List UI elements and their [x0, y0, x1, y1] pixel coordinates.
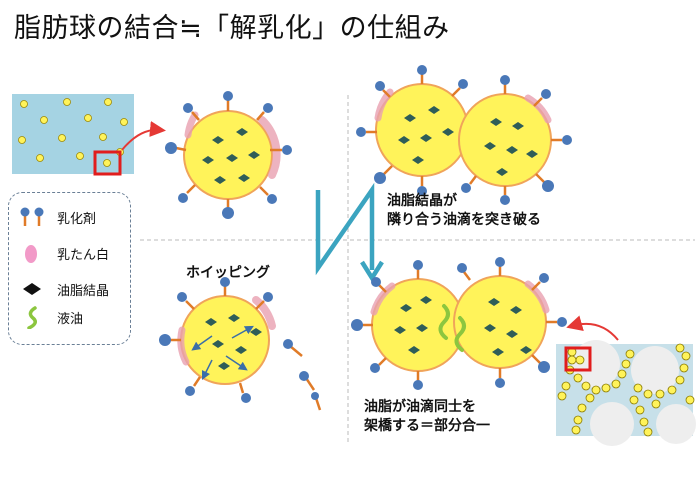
whipping-label: ホイッピング [186, 265, 270, 281]
foam-structure-panel [556, 340, 696, 446]
emulsifier-icon [20, 207, 44, 226]
legend-label: 油脂結晶 [57, 284, 110, 299]
legend-item-liquid-oil: 液油 [19, 305, 134, 329]
bridge-label-line2: 架橋する＝部分合一 [364, 418, 490, 434]
fat-crystal-icon [23, 283, 41, 295]
liquid-oil-bridge [438, 304, 450, 340]
touching-globules [356, 65, 572, 205]
legend-item-protein: 乳たん白 [19, 241, 134, 265]
zoom-arrow [121, 121, 166, 151]
milk-protein-icon [25, 245, 37, 263]
crystal-break-label-line2: 隣り合う油滴を突き破る [387, 212, 541, 228]
zoom-highlight [93, 150, 122, 176]
crystal-break-label: 油脂結晶が 隣り合う油滴を突き破る [387, 192, 541, 230]
bridge-label: 油脂が油滴同士を 架橋する＝部分合一 [364, 398, 490, 436]
legend-label: 液油 [57, 312, 84, 327]
liquid-oil-icon [27, 306, 37, 329]
legend-label: 乳化剤 [57, 212, 97, 227]
foam-zoom-arrow [566, 315, 619, 341]
emulsion-panel [12, 94, 134, 176]
loose-emulsifiers [283, 339, 322, 411]
legend: 乳化剤 乳たん白 油脂結晶 液油 [8, 192, 131, 345]
fat-globule [165, 91, 292, 219]
crystal-break-label-line1: 油脂結晶が [387, 193, 457, 209]
whipped-globule [159, 277, 276, 403]
legend-item-crystal: 油脂結晶 [19, 277, 134, 301]
legend-item-emulsifier: 乳化剤 [19, 205, 134, 229]
coalesced-globules [351, 257, 567, 390]
process-arrow [315, 182, 375, 276]
foam-zoom-highlight [564, 346, 592, 372]
page-title: 脂肪球の結合≒「解乳化」の仕組み [14, 13, 450, 44]
legend-label: 乳たん白 [57, 248, 110, 263]
bridge-label-line1: 油脂が油滴同士を [364, 399, 476, 415]
